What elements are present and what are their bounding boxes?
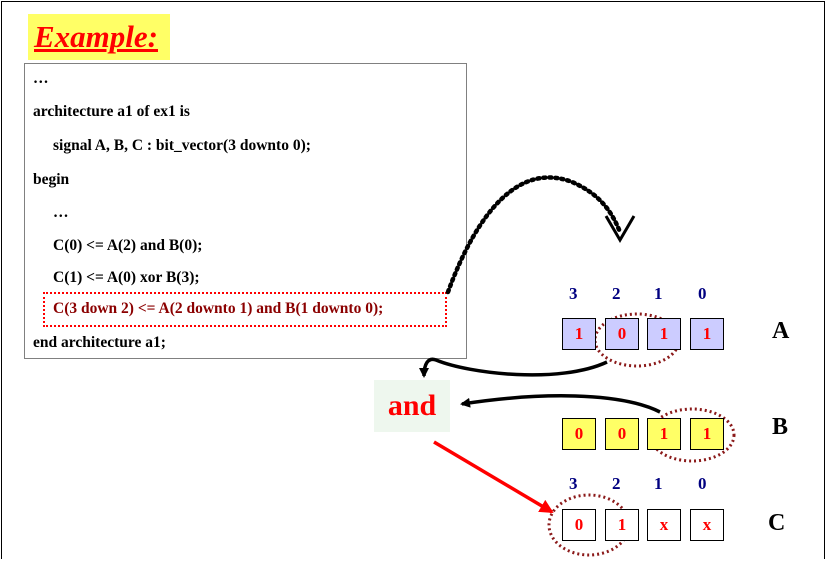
code-line-3: signal A, B, C : bit_vector(3 downto 0); (53, 137, 311, 154)
highlight-dotted-box (43, 292, 447, 327)
b-bit-3: 0 (562, 418, 596, 450)
arrow-a-to-and (419, 357, 608, 378)
dotted-arrow-head-icon (604, 215, 636, 243)
arrow-and-to-c (433, 440, 554, 514)
c-bit-3: 0 (562, 509, 596, 541)
code-line-2: architecture a1 of ex1 is (33, 103, 190, 120)
b-bit-2: 0 (605, 418, 639, 450)
code-line-6: C(0) <= A(2) and B(0); (53, 237, 203, 254)
a-bit-2: 0 (605, 318, 639, 350)
a-index-2: 2 (612, 284, 621, 303)
code-line-9: end architecture a1; (33, 334, 166, 351)
slide-title: Example: (28, 14, 170, 60)
vector-c-label: C (768, 510, 786, 536)
vector-a-label: A (772, 318, 790, 344)
ellipse-b-selection (648, 407, 736, 463)
a-index-1: 1 (654, 284, 663, 303)
a-bit-0: 1 (690, 318, 724, 350)
c-index-3: 3 (569, 474, 578, 493)
c-bit-0: x (690, 509, 724, 541)
vector-b-label: B (772, 414, 789, 440)
c-bit-2: 1 (605, 509, 639, 541)
and-operator: and (374, 380, 450, 432)
a-index-0: 0 (698, 284, 707, 303)
code-line-5: … (53, 204, 69, 221)
code-line-4: begin (33, 171, 70, 188)
c-index-1: 1 (654, 474, 663, 493)
c-index-2: 2 (612, 474, 621, 493)
a-bit-1: 1 (647, 318, 681, 350)
c-index-0: 0 (698, 474, 707, 493)
a-bit-3: 1 (562, 318, 596, 350)
code-box (24, 63, 467, 359)
b-bit-0: 1 (690, 418, 724, 450)
a-index-3: 3 (569, 284, 578, 303)
code-line-8-highlighted: C(3 down 2) <= A(2 downto 1) and B(1 dow… (53, 300, 384, 317)
dotted-curve-arrow (445, 175, 623, 295)
code-line-1: … (33, 70, 49, 87)
arrow-b-to-and (460, 394, 661, 414)
c-bit-1: x (647, 509, 681, 541)
b-bit-1: 1 (647, 418, 681, 450)
code-line-7: C(1) <= A(0) xor B(3); (53, 269, 200, 286)
